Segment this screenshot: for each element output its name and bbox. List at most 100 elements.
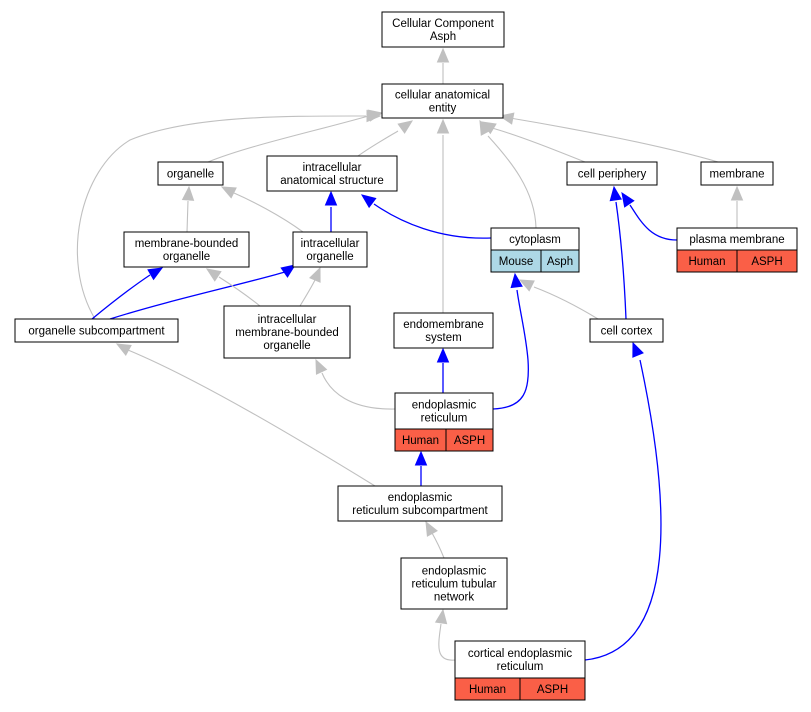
species-tag: Human [402,435,439,447]
node-label: organelle [263,340,310,352]
node-label: Cellular Component [392,18,494,30]
node-label: reticulum [421,413,468,425]
edge-plasma_membrane-to-membrane [730,185,744,228]
arrowhead-icon [434,608,448,625]
node-label: cytoplasm [509,234,561,246]
arrowhead-icon [436,347,450,363]
arrowhead-icon [632,341,644,358]
node-label: network [434,592,475,604]
gene-tag: ASPH [454,435,485,447]
species-tag: Mouse [499,256,534,268]
node-label: reticulum subcompartment [352,505,488,517]
edge-cytoplasm-to-ias [360,194,492,239]
node-label: entity [429,103,457,115]
edge-mbo-to-organelle [181,185,195,233]
arrowhead-icon [518,279,535,292]
node-label: reticulum tubular [411,579,496,591]
node-label: anatomical structure [280,175,384,187]
node-label: organelle [306,251,353,263]
edge-cortical_er-to-er_tub [434,608,456,661]
arrowhead-icon [436,47,450,63]
edge-cytoplasm-to-cae [479,119,537,229]
arrowhead-icon [315,358,328,375]
edge-endomembrane-to-cae [436,118,450,313]
node-label: intracellular [258,314,317,326]
edge-io-to-ias [324,190,338,232]
edge-membrane-to-cae [498,112,719,163]
arrowhead-icon [479,119,492,136]
node-label: endoplasmic [412,400,477,412]
edge-org_sub-to-cae [76,109,382,320]
gene-tag: ASPH [537,684,568,696]
node-label: endoplasmic [422,566,487,578]
edge-imbo-to-mbo [205,268,261,307]
arrowhead-icon [414,450,428,466]
node-label: membrane-bounded [235,327,339,339]
node-label: cell cortex [601,326,653,338]
node-label: membrane [710,169,765,181]
edge-io-to-organelle [220,186,304,233]
node-label: Asph [430,31,456,43]
node-label: cortical endoplasmic [468,648,572,660]
arrowhead-icon [366,109,382,123]
arrowhead-icon [309,266,321,283]
node-label: cell periphery [578,169,647,181]
node-label: organelle [167,169,214,181]
edge-er-to-imbo [315,358,396,410]
node-label: plasma membrane [689,234,784,246]
arrowhead-icon [360,194,377,209]
arrowhead-icon [147,267,164,281]
edge-er_sub-to-er [414,450,428,486]
edge-organelle-to-cae [207,109,384,163]
edge-plasma_membrane-to-cell_periphery [621,191,678,241]
node-organelle[interactable]: organelle [157,161,224,186]
node-label: endoplasmic [388,492,453,504]
arrowhead-icon [397,120,414,134]
node-org-sub[interactable]: organelle subcompartment [14,318,179,343]
edge-cae-to-cc_asph [436,47,450,84]
node-membrane[interactable]: membrane [700,161,774,186]
node-label: organelle [163,251,210,263]
edge-cortical_er-to-cell_cortex [584,341,662,661]
species-tag: Human [688,256,725,268]
node-label: intracellular [301,238,360,250]
edge-cell_cortex-to-cell_periphery [609,185,627,320]
species-tag: Human [469,684,506,696]
edge-ias-to-cae [357,120,414,157]
arrowhead-icon [609,185,622,202]
arrowhead-icon [436,118,450,134]
edge-er_tub-to-er_sub [425,520,445,559]
edge-org_sub-to-io [109,264,297,320]
node-label: endomembrane [403,319,484,331]
node-label: organelle subcompartment [28,326,165,338]
edge-imbo-to-io [299,266,321,307]
arrowhead-icon [425,520,438,537]
node-cell-periphery[interactable]: cell periphery [566,161,658,186]
arrowhead-icon [324,190,338,206]
edge-er-to-endomembrane [436,347,450,393]
arrowhead-icon [280,264,297,278]
gene-tag: ASPH [751,256,782,268]
edge-er_sub-to-org_sub [115,343,376,487]
arrowhead-icon [220,186,237,199]
edge-cell_cortex-to-cytoplasm [518,279,599,320]
arrowhead-icon [181,185,195,201]
arrowhead-icon [621,191,635,208]
node-label: reticulum [497,661,544,673]
node-cell-cortex[interactable]: cell cortex [589,318,664,343]
edge-er-to-cytoplasm [492,272,530,410]
